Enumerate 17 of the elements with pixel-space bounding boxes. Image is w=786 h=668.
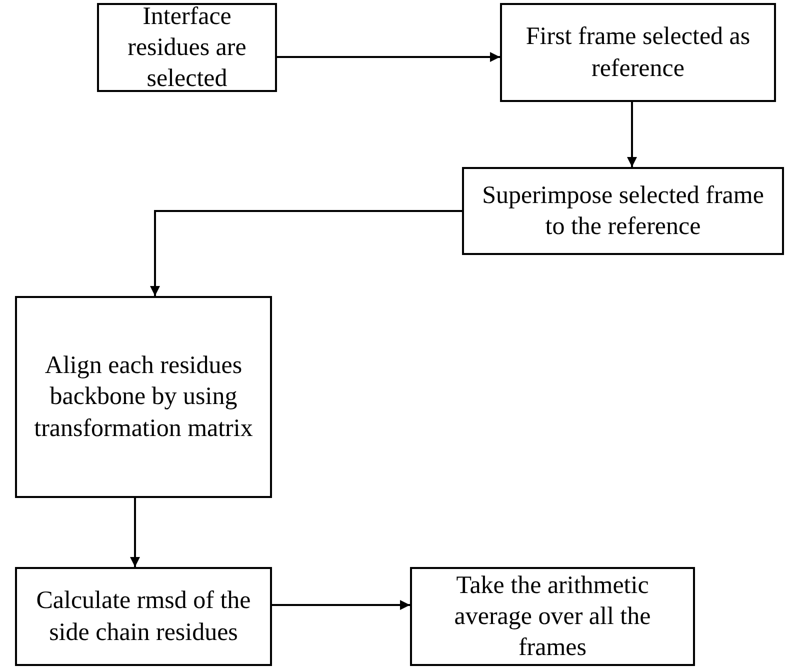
box-text: Calculate rmsd of the side chain residues (35, 586, 252, 648)
arrow (627, 102, 637, 167)
arrow (130, 498, 140, 567)
process-box (15, 567, 272, 666)
box-text: Take the arithmetic average over all the frames (453, 570, 652, 664)
arrow (272, 600, 410, 610)
process-box (462, 167, 784, 255)
process-box (97, 3, 277, 92)
arrow (277, 52, 500, 62)
process-box (500, 3, 776, 102)
arrow (150, 210, 462, 296)
box-text: Align each residues backbone by using transformation matrix (33, 351, 254, 444)
box-text: Interface residues are selected (126, 2, 248, 94)
box-text: First frame selected as reference (524, 22, 752, 84)
box-text: Superimpose selected frame to the reference (481, 180, 765, 242)
process-box (410, 567, 695, 666)
process-box (15, 296, 272, 498)
